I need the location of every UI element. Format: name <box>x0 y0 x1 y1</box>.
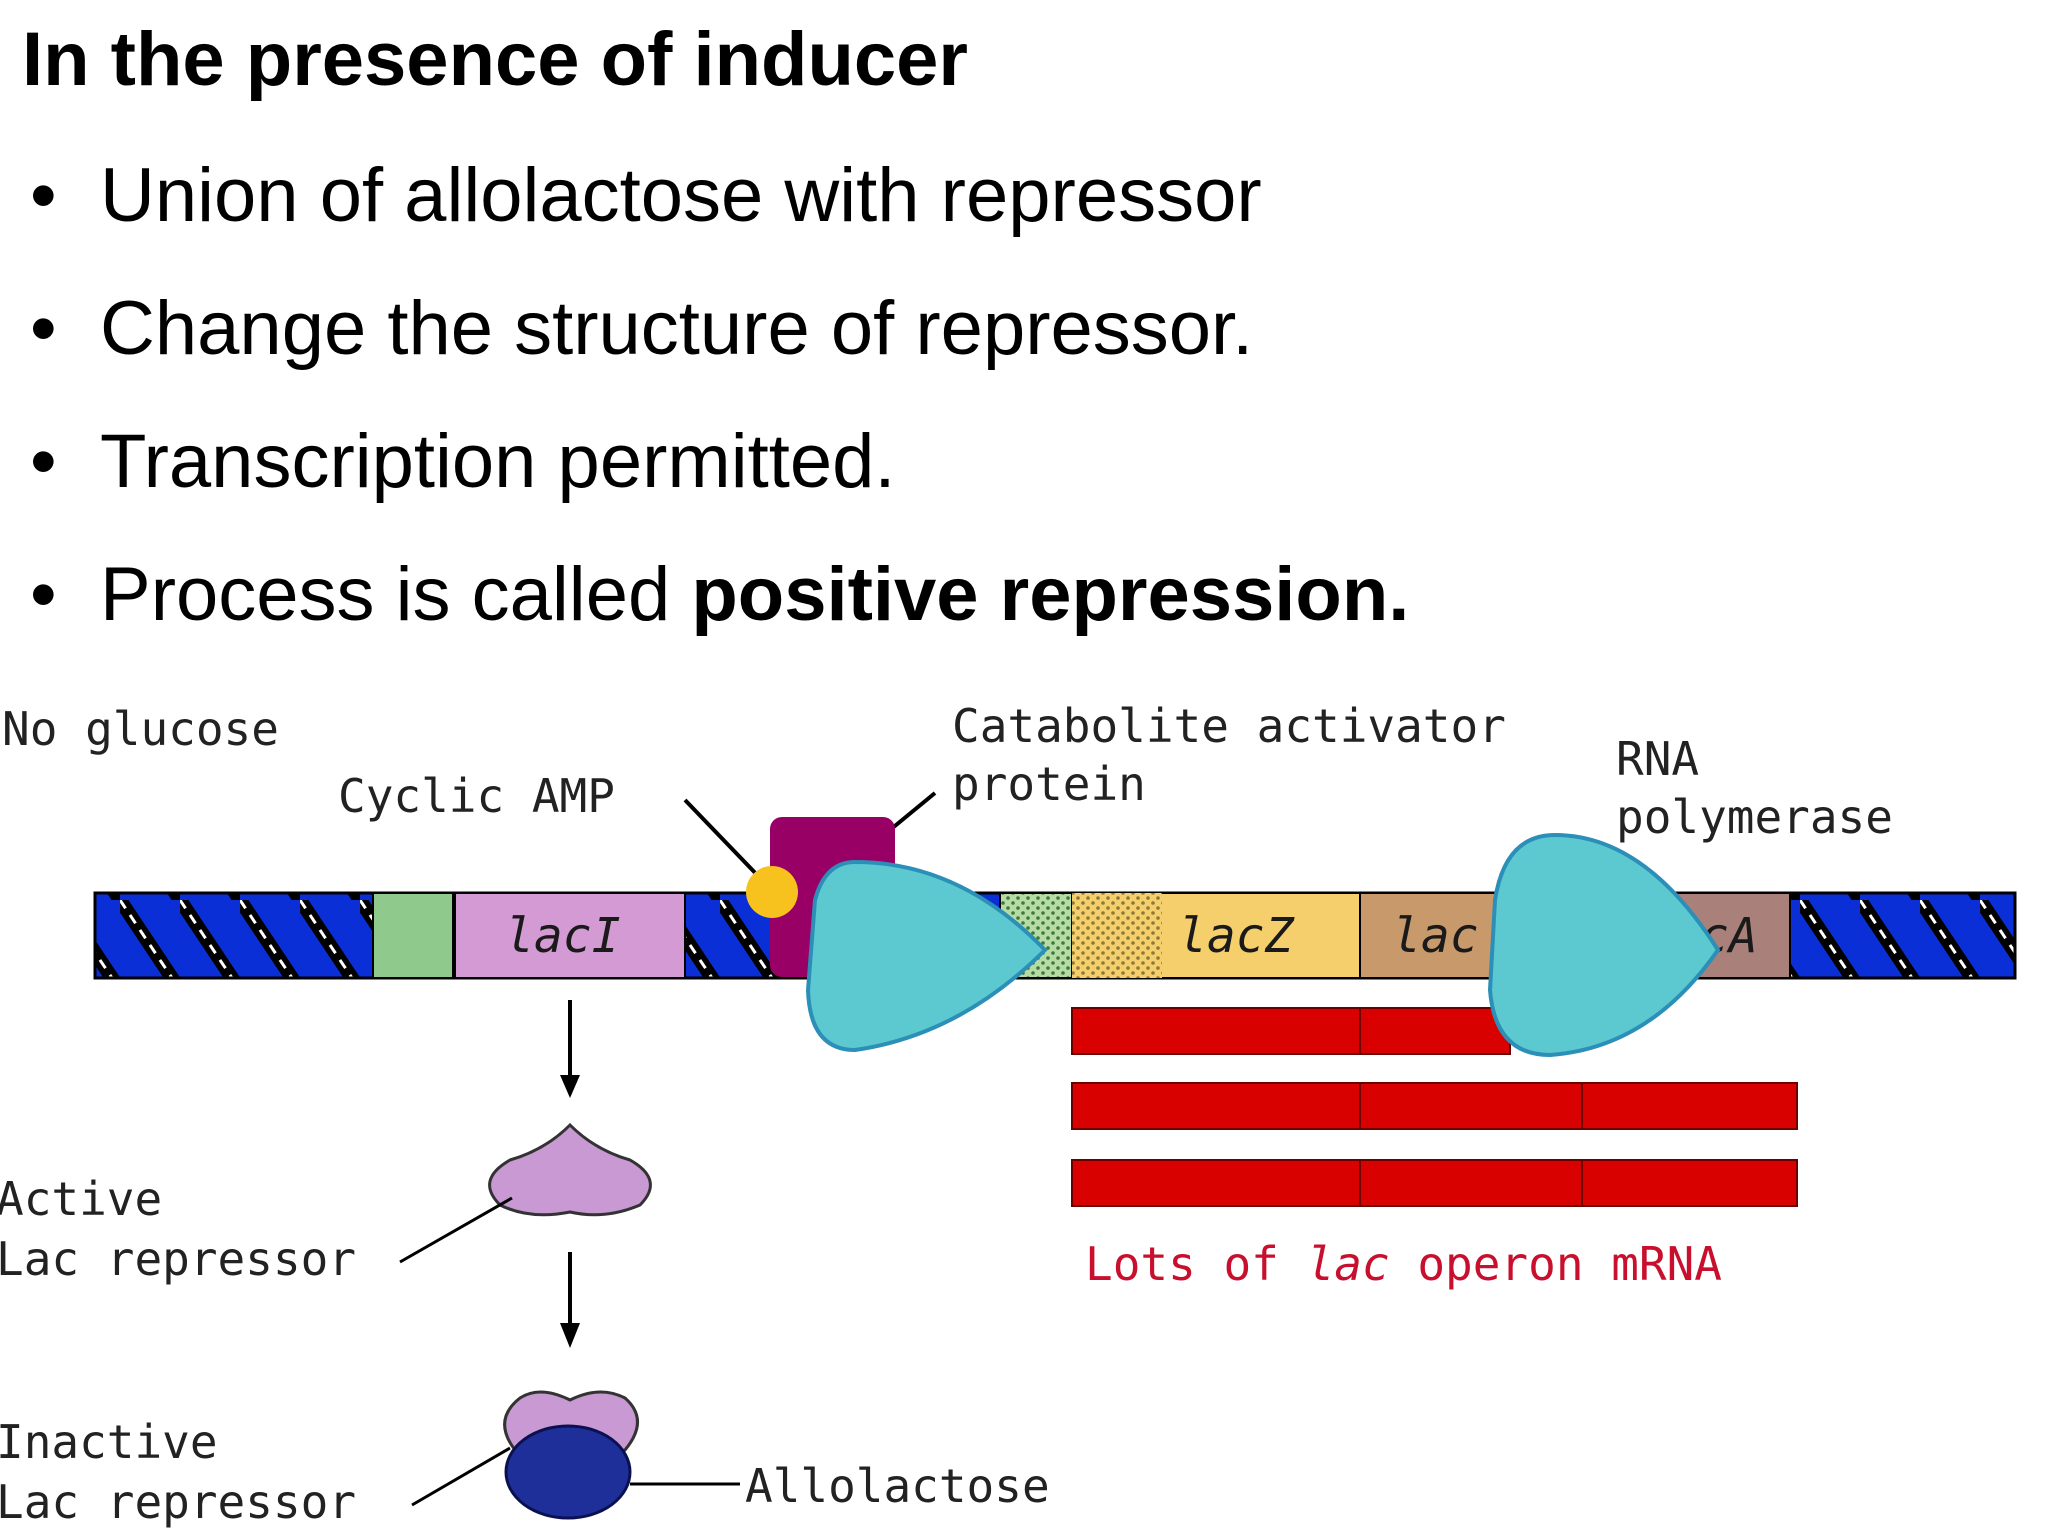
bullet-text: Change the structure of repressor. <box>100 286 1254 371</box>
lacY-gene-label: lac <box>1392 908 1479 964</box>
bullet-item: • Union of allolactose with repressor <box>22 150 1409 283</box>
cyclic-amp-molecule <box>746 866 798 918</box>
lacZ-gene-label: lacZ <box>1178 908 1295 964</box>
mrna-label: Lots of lac operon mRNA <box>1085 1237 1722 1291</box>
cap-label-line1: Catabolite activator <box>952 699 1506 753</box>
active-repressor-pointer <box>399 1196 513 1264</box>
mrna-segment <box>1359 1007 1511 1055</box>
mrna-segment <box>1359 1082 1583 1130</box>
allolactose-molecule <box>504 1424 632 1520</box>
arrow-head-icon <box>560 1075 580 1098</box>
rna-polymerase-promoter <box>805 859 1048 1053</box>
bullet-list: • Union of allolactose with repressor • Ch… <box>22 150 1409 682</box>
mrna-segment <box>1359 1159 1583 1207</box>
bullet-dot-icon: • <box>30 153 57 238</box>
active-repressor-label-line2: Lac repressor <box>0 1232 356 1286</box>
cap-label-line2: protein <box>952 757 1146 811</box>
cyclic-amp-label: Cyclic AMP <box>338 769 615 823</box>
slide-title: In the presence of inducer <box>22 17 968 102</box>
inactive-repressor-label-line1: Inactive <box>0 1415 218 1469</box>
bullet-dot-icon: • <box>30 552 57 637</box>
bullet-item: • Change the structure of repressor. <box>22 283 1409 416</box>
no-glucose-label: No glucose <box>2 702 279 756</box>
bullet-item: • Transcription permitted. <box>22 416 1409 549</box>
lacI-gene-label: lacI <box>505 908 621 964</box>
mrna-segment <box>1071 1159 1361 1207</box>
cap-pointer <box>888 791 937 832</box>
mrna-segment <box>1581 1159 1798 1207</box>
rna-polymerase-transcribing <box>1487 832 1721 1058</box>
inactive-repressor-pointer <box>411 1446 511 1507</box>
cyclic-amp-pointer <box>683 798 764 882</box>
rna-polymerase-label-line2: polymerase <box>1616 790 1893 844</box>
inactive-repressor-label-line2: Lac repressor <box>0 1475 356 1529</box>
active-lac-repressor <box>488 1122 652 1217</box>
mrna-segment <box>1071 1007 1361 1055</box>
bullet-text: Transcription permitted. <box>100 419 896 504</box>
promoter-lacI <box>372 892 454 979</box>
bullet-text: Union of allolactose with repressor <box>100 153 1262 238</box>
arrow-head-icon <box>560 1323 580 1348</box>
active-repressor-label-line1: Active <box>0 1172 162 1226</box>
mrna-segment <box>1071 1082 1361 1130</box>
rna-polymerase-label-line1: RNA <box>1616 732 1699 786</box>
bullet-item: • Process is called positive repression. <box>22 549 1409 682</box>
bullet-text: Process is called <box>100 552 692 637</box>
bullet-dot-icon: • <box>30 286 57 371</box>
bullet-dot-icon: • <box>30 419 57 504</box>
allolactose-label: Allolactose <box>745 1459 1050 1513</box>
mrna-segment <box>1581 1082 1798 1130</box>
lacZ-dotted-region <box>1072 893 1162 978</box>
bullet-bold-text: positive repression. <box>691 552 1410 637</box>
lacI-gene <box>454 892 686 979</box>
